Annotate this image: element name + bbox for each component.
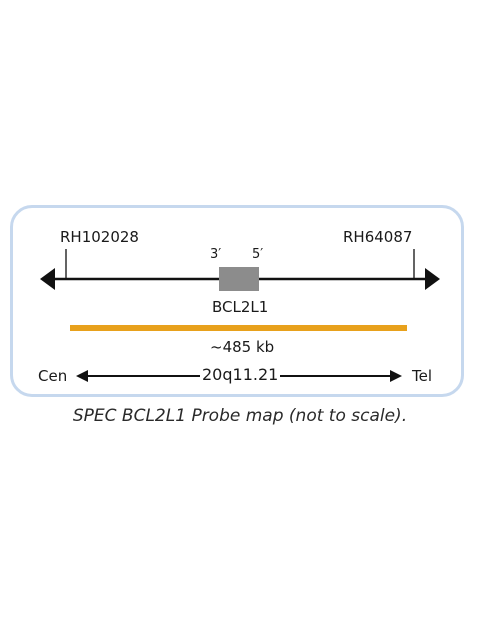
probe-size-label: ~485 kb [210,338,275,356]
gene-name-label: BCL2L1 [212,298,269,316]
centromere-label: Cen [38,367,68,385]
orientation-right-arrowhead [390,370,402,382]
band-label: 20q11.21 [200,365,281,384]
telomere-label: Tel [412,367,433,385]
probe-bar [70,325,407,331]
probe-map-frame [10,205,464,397]
chromosome-left-arrowhead [40,268,55,290]
gene-box [219,267,259,291]
gene-5-prime-label: 5′ [252,247,264,262]
chromosome-right-arrowhead [425,268,440,290]
figure-caption: SPEC BCL2L1 Probe map (not to scale). [72,406,408,426]
gene-3-prime-label: 3′ [210,247,222,262]
marker-left-label: RH102028 [60,228,139,246]
orientation-left-arrowhead [76,370,88,382]
marker-right-label: RH64087 [343,228,413,246]
